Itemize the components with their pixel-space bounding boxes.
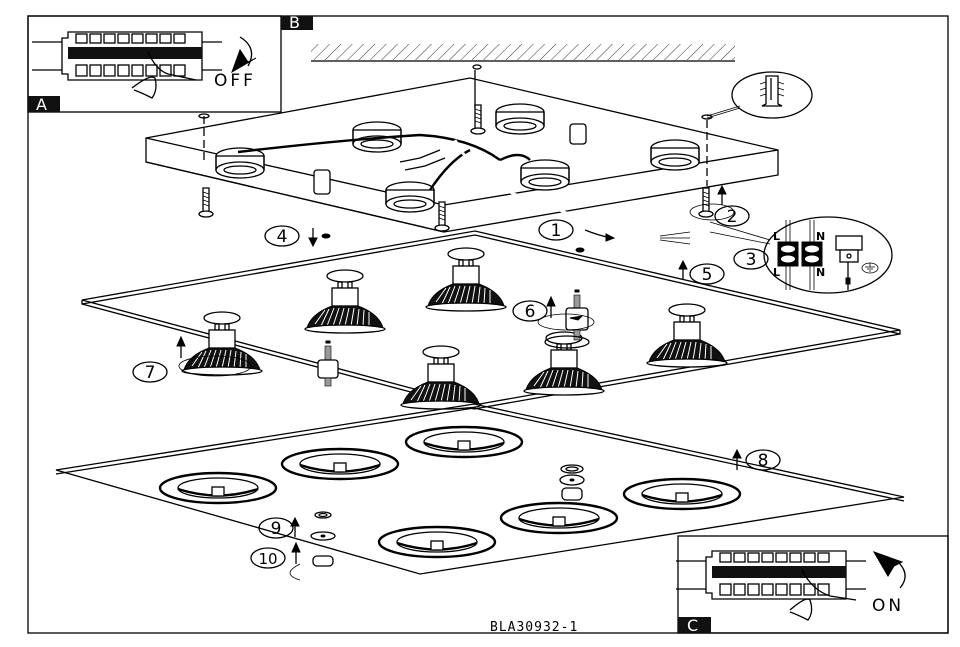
hand-icon [131, 51, 197, 99]
on-label: ON [872, 596, 904, 616]
cover-ring [499, 501, 619, 535]
lamp-carrier-panel [81, 230, 901, 410]
earth-ground-icon [861, 262, 879, 274]
wall-plug-detail [706, 71, 813, 119]
step-5: 5 [689, 263, 725, 285]
cover-plate [55, 403, 905, 575]
panel-a-tag-label: A [36, 95, 47, 114]
washer-nut-stack-right [559, 464, 585, 501]
svg-text:8: 8 [758, 451, 769, 471]
spacer-post [569, 123, 587, 145]
step-3: 3 [733, 248, 769, 270]
step-2: 2 [714, 205, 750, 227]
cover-ring [280, 447, 400, 481]
spacer-post [313, 169, 331, 195]
terminal-block-detail: L N L N [709, 216, 893, 294]
gu10-lamp-icon [400, 345, 482, 410]
spacer-bolt-left [317, 340, 339, 387]
gu10-lamp-icon [181, 311, 263, 376]
gu10-lamp-icon [523, 331, 605, 396]
panel-a-tag [28, 96, 60, 112]
label-n-top: N [816, 230, 825, 243]
panel-b-breaker-off: B OFF A [27, 13, 313, 114]
svg-text:3: 3 [746, 250, 757, 270]
breaker-icon [31, 31, 223, 81]
panel-b-tag [281, 16, 313, 30]
lamp-base [145, 70, 779, 245]
cover-ring [158, 471, 278, 505]
label-l-bottom: L [773, 266, 780, 279]
svg-text:7: 7 [145, 363, 156, 383]
breaker-icon [675, 550, 867, 600]
step-6: 6 [512, 300, 548, 322]
washer-nut-stack-left [289, 511, 336, 581]
svg-text:1: 1 [551, 221, 562, 241]
panel-b-tag-label: B [289, 13, 300, 32]
cover-ring [404, 425, 524, 459]
svg-text:10: 10 [258, 550, 277, 568]
gu10-lamp-icon [304, 269, 386, 334]
document-code: BLA30932-1 [490, 620, 578, 635]
cover-ring [377, 525, 497, 559]
panel-c-tag-label: C [687, 616, 698, 635]
screw-icon [198, 187, 214, 218]
wall-plug-icon [761, 75, 783, 107]
off-label: OFF [214, 71, 256, 91]
step-8: 8 [745, 449, 781, 471]
step-10: 10 [250, 547, 286, 569]
label-l-top: L [773, 230, 780, 243]
step-7: 7 [132, 361, 168, 383]
step-4: 4 [264, 225, 300, 247]
svg-text:4: 4 [277, 227, 288, 247]
gu10-lamp-icon [425, 247, 507, 312]
gu10-lamp-icon [646, 303, 728, 368]
panel-c-tag [678, 617, 711, 633]
hand-icon [789, 569, 857, 621]
svg-text:6: 6 [525, 302, 536, 322]
arrow-down-icon [239, 36, 253, 67]
cover-ring [622, 477, 742, 511]
svg-text:5: 5 [702, 265, 713, 285]
page-frame [27, 15, 949, 634]
panel-c-breaker-on: ON C [675, 535, 949, 635]
label-n-bottom: N [816, 266, 825, 279]
svg-text:9: 9 [271, 519, 282, 539]
step-1: 1 [538, 219, 574, 241]
svg-text:2: 2 [727, 207, 738, 227]
ceiling-hatch [311, 44, 735, 70]
screw-icon [698, 187, 714, 218]
step-9: 9 [258, 517, 294, 539]
spacer-bolt-right [537, 289, 595, 349]
